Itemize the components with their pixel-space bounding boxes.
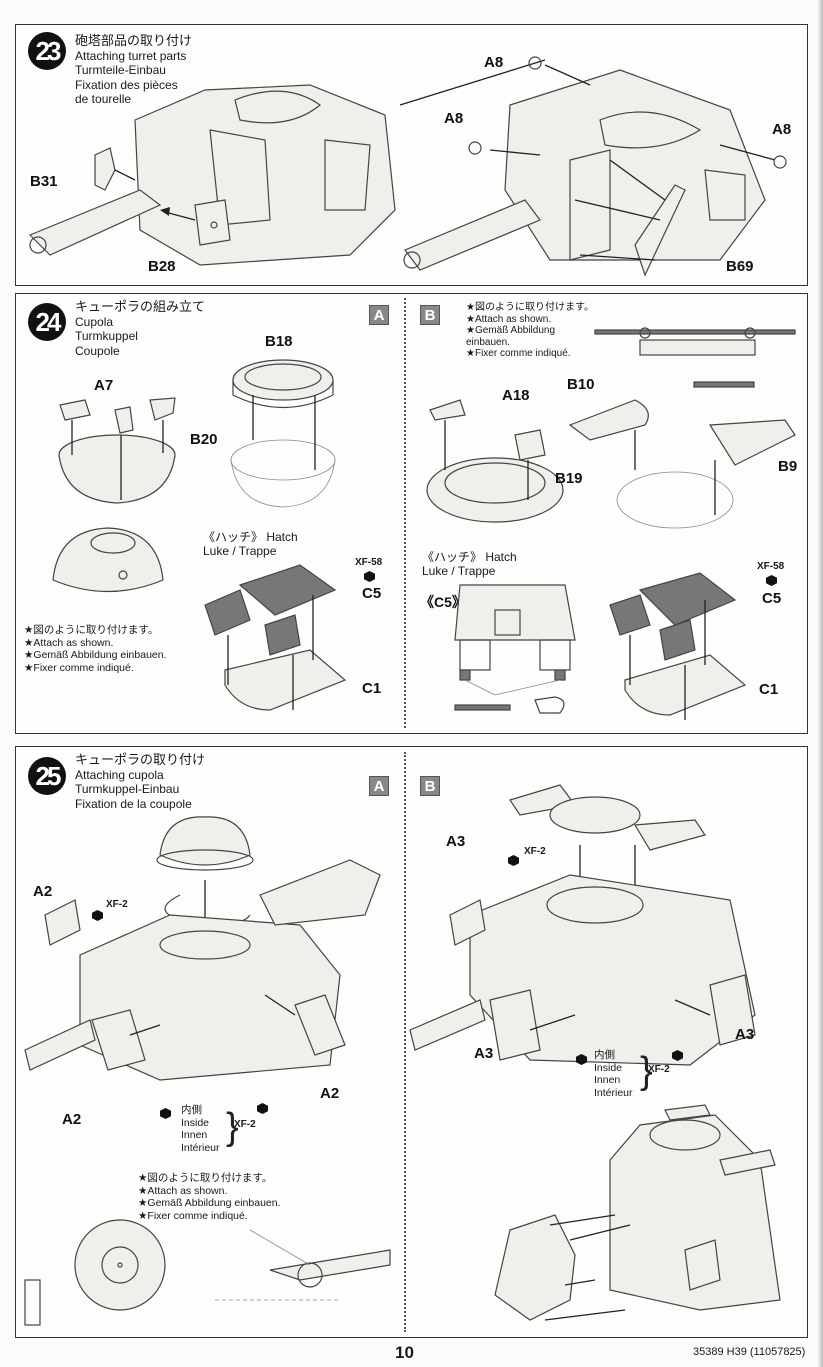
title-en: Attaching cupola xyxy=(75,767,164,782)
title-jp: キューポラの組み立て xyxy=(75,299,206,314)
kit-code: 35389 H39 (11057825) xyxy=(693,1346,806,1358)
part-label-a2-left: A2 xyxy=(62,1111,82,1128)
title-fr: Fixation de la coupole xyxy=(75,796,192,811)
part-label-b9: B9 xyxy=(778,458,798,475)
part-label-c5-a: C5 xyxy=(362,585,382,602)
title-de: Turmkuppel-Einbau xyxy=(75,782,180,796)
step-24-title: キューポラの組み立て Cupola Turmkuppel Coupole xyxy=(75,299,206,358)
part-label-a2-top: A2 xyxy=(33,883,53,900)
inside-brace-b: } xyxy=(640,1050,653,1092)
paint-drop-icon xyxy=(160,1108,171,1119)
inside-label-b: 内側 Inside Innen Intérieur xyxy=(594,1049,633,1099)
paint-drop-icon xyxy=(257,1103,268,1114)
step-24-b-hatch-label: 《ハッチ》 Hatch Luke / Trappe xyxy=(422,550,517,578)
cupola-hatches-b-drawing xyxy=(568,399,796,529)
variant-a-badge: A xyxy=(369,776,389,796)
variant-b-badge: B xyxy=(420,305,440,325)
detail-label-c5: 《C5》 xyxy=(420,594,466,610)
title-en: Attaching turret parts xyxy=(75,48,187,63)
step-25-a-note: ★図のように取り付けます。 ★Attach as shown. ★Gemäß A… xyxy=(138,1172,281,1222)
turret-cupola-b-drawing xyxy=(409,784,756,1066)
part-label-a7: A7 xyxy=(94,377,114,394)
step-24-a-note: ★図のように取り付けます。 ★Attach as shown. ★Gemäß A… xyxy=(24,624,167,674)
hatch-drawing-a xyxy=(204,564,347,711)
step-25-divider xyxy=(404,752,406,1332)
paint-code-xf2-a-top: XF-2 xyxy=(106,899,128,910)
part-label-a8-left: A8 xyxy=(444,110,464,127)
part-label-c1-b: C1 xyxy=(759,681,779,698)
cupola-top-view-drawing xyxy=(24,1219,391,1326)
paint-code-xf2-a-inside: XF-2 xyxy=(234,1119,256,1130)
turret-drawing-right xyxy=(399,56,787,277)
step-24-number: 24 xyxy=(28,303,66,341)
part-label-b20: B20 xyxy=(190,431,218,448)
page-edge-shadow xyxy=(817,0,823,1367)
title-en: Cupola xyxy=(75,314,114,329)
step-24-panel xyxy=(15,293,808,734)
paint-drop-icon xyxy=(672,1050,683,1061)
hatch-side-view-drawing xyxy=(594,327,796,356)
step-23-title: 砲塔部品の取り付け Attaching turret parts Turmtei… xyxy=(75,33,193,107)
paint-code-xf58-b: XF-58 xyxy=(757,561,785,572)
part-label-b19: B19 xyxy=(555,470,583,487)
title-de: Turmkuppel xyxy=(75,329,138,343)
part-label-a2-right: A2 xyxy=(320,1085,340,1102)
part-label-c5-b: C5 xyxy=(762,590,782,607)
paint-drop-icon xyxy=(508,855,519,866)
step-24-b-note: ★図のように取り付けます。 ★Attach as shown. ★Gemäß A… xyxy=(466,302,594,359)
title-jp: 砲塔部品の取り付け xyxy=(75,33,193,48)
step-23-number: 23 xyxy=(28,32,66,70)
paint-drop-icon xyxy=(576,1054,587,1065)
title-fr: Coupole xyxy=(75,343,120,358)
part-label-a3-right: A3 xyxy=(735,1026,755,1043)
turret-drawing-left xyxy=(28,84,396,266)
part-label-b69: B69 xyxy=(726,258,754,275)
step-24-a-hatch-label: 《ハッチ》 Hatch Luke / Trappe xyxy=(203,530,298,558)
step-25-title: キューポラの取り付け Attaching cupola Turmkuppel-E… xyxy=(75,752,206,811)
turret-cupola-a-drawing xyxy=(24,816,381,1081)
step-24-divider xyxy=(404,298,406,728)
periscope-part-drawing xyxy=(693,381,755,388)
variant-a-badge: A xyxy=(369,305,389,325)
part-label-a3-left: A3 xyxy=(474,1045,494,1062)
cupola-inner-drawing xyxy=(58,397,176,504)
paint-code-xf2-b-inside: XF-2 xyxy=(648,1064,670,1075)
inside-brace-a: } xyxy=(226,1106,239,1148)
paint-drop-icon xyxy=(766,575,777,586)
paint-code-xf58-a: XF-58 xyxy=(355,557,383,568)
title-jp: キューポラの取り付け xyxy=(75,752,206,767)
part-label-b10: B10 xyxy=(567,376,595,393)
page-number: 10 xyxy=(395,1343,414,1362)
paint-drop-icon xyxy=(92,910,103,921)
part-label-a8-top: A8 xyxy=(484,54,504,71)
turret-rear-hatch-drawing xyxy=(494,1104,781,1321)
hatch-drawing-b xyxy=(609,572,747,720)
title-fr-2: de tourelle xyxy=(75,92,132,106)
title-de: Turmteile-Einbau xyxy=(75,63,166,77)
cupola-ring-drawing xyxy=(230,359,336,508)
part-label-a18: A18 xyxy=(502,387,530,404)
title-fr: Fixation des pièces xyxy=(75,77,178,92)
paint-drop-icon xyxy=(364,571,375,582)
part-label-b31: B31 xyxy=(30,173,58,190)
inside-label-a: 内側 Inside Innen Intérieur xyxy=(181,1104,220,1154)
part-label-b28: B28 xyxy=(148,258,176,275)
cupola-ring-b-drawing xyxy=(426,399,564,523)
variant-b-badge: B xyxy=(420,776,440,796)
part-label-a8-right: A8 xyxy=(772,121,792,138)
part-label-c1-a: C1 xyxy=(362,680,382,697)
cupola-dome-drawing xyxy=(52,527,164,593)
hatch-c5-underside-drawing xyxy=(454,584,576,714)
part-label-a3-top: A3 xyxy=(446,833,466,850)
part-label-b18: B18 xyxy=(265,333,293,350)
paint-code-xf2-b-top: XF-2 xyxy=(524,846,546,857)
step-25-number: 25 xyxy=(28,757,66,795)
